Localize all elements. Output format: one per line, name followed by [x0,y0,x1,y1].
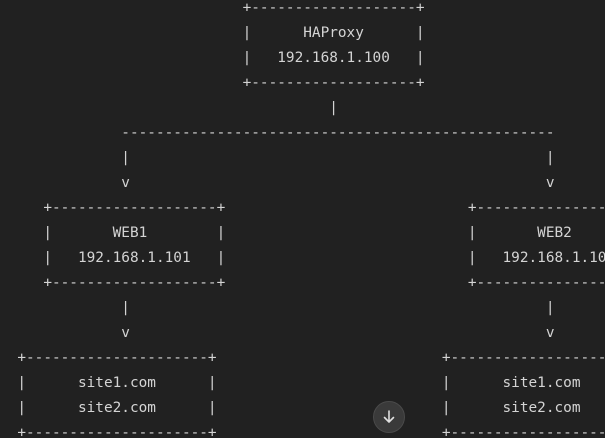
code-line: | | [0,150,555,166]
code-line: | site2.com | | site2.com | [0,400,605,416]
code-line: v v [0,325,555,341]
arrow-down-icon [383,410,395,423]
code-line: | 192.168.1.100 | [0,50,425,66]
code-line: +-------------------+ +-----------------… [0,275,605,291]
code-line: +-------------------+ [0,75,425,91]
code-line: +-------------------+ +-----------------… [0,200,605,216]
code-line: +-------------------+ [0,0,425,16]
code-line: v v [0,175,555,191]
code-line: | HAProxy | [0,25,425,41]
scroll-to-bottom-button[interactable] [373,401,405,433]
code-line: | site1.com | | site1.com | [0,375,605,391]
code-line: +---------------------+ +---------------… [0,350,605,366]
code-line: ----------------------------------------… [0,125,555,141]
code-line: | 192.168.1.101 | | 192.168.1.102 | [0,250,605,266]
code-line: | | [0,300,555,316]
code-line: | [0,100,338,116]
code-line: | WEB1 | | WEB2 | [0,225,605,241]
code-line: +---------------------+ +---------------… [0,425,605,438]
